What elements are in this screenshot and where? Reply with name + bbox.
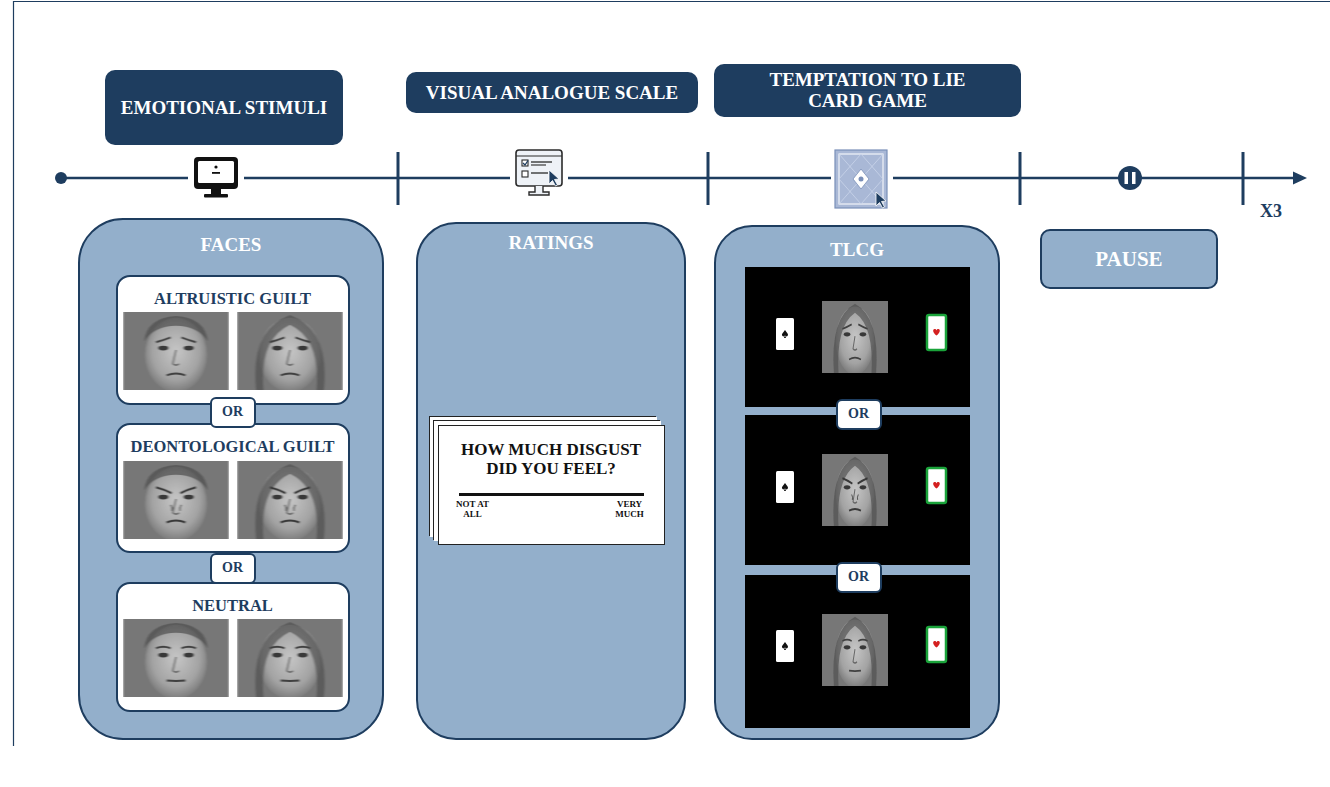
rating-card: HOW MUCH DISGUST DID YOU FEEL? NOT AT ALL… [438, 425, 665, 545]
screen-dot [214, 165, 217, 168]
or-box: OR [836, 562, 882, 593]
face-photo [822, 454, 888, 528]
scale-anchor-row: NOT AT ALL VERY MUCH [447, 499, 656, 520]
face-photo [822, 301, 888, 375]
analogue-scale-line [459, 493, 644, 496]
node-label: ALTRUISTIC GUILT [121, 289, 345, 309]
screen-outline [516, 150, 562, 186]
node-label: FACES [80, 234, 382, 257]
pause-bar [1132, 172, 1136, 184]
timeline-tick [1242, 152, 1245, 205]
cursor [876, 192, 886, 208]
monitor-frame [194, 157, 238, 189]
pause-bar [1125, 172, 1129, 184]
questionnaire-icon [510, 145, 568, 199]
face-photo [237, 312, 343, 392]
face-photos [123, 312, 343, 699]
monitor-stand [211, 189, 221, 194]
timeline-axis [60, 177, 1296, 180]
card-back [835, 150, 887, 208]
form-line [531, 161, 552, 162]
face-photo [123, 619, 229, 699]
pause-box: PAUSE [1040, 229, 1218, 289]
node-label: EMOTIONAL STIMULI [111, 97, 337, 119]
frame-line [14, 2, 1330, 747]
card-game-screens [745, 267, 970, 728]
node-label: OR [212, 404, 254, 420]
ratings-panel: RATINGS HOW MUCH DISGUST DID YOU FEEL? NOT… [416, 222, 686, 740]
node-label: NEUTRAL [121, 596, 345, 616]
or-box: OR [210, 553, 256, 584]
pause-icon [1118, 166, 1142, 190]
checkmark [523, 161, 528, 166]
timeline-tick [397, 152, 400, 205]
form-line [531, 164, 546, 165]
node-label: PAUSE [1042, 247, 1216, 272]
face-photo [123, 461, 229, 541]
game-screen [745, 415, 970, 565]
screen-dash [212, 172, 220, 174]
card-back-diamond [853, 169, 869, 189]
rating-question: HOW MUCH DISGUST DID YOU FEEL? [451, 440, 651, 479]
pause-circle [1118, 166, 1142, 190]
node-label: OR [212, 560, 254, 576]
screen-stand [529, 186, 549, 195]
node-label: DEONTOLOGICAL GUILT [121, 437, 345, 457]
screen-bar [516, 155, 562, 156]
monitor-screen [198, 161, 234, 183]
cursor [549, 170, 559, 186]
or-box: OR [836, 399, 882, 430]
ace-of-spades [776, 318, 794, 350]
node-label: RATINGS [418, 232, 684, 255]
stage-header: VISUAL ANALOGUE SCALE [406, 72, 698, 113]
card-back-center [859, 177, 864, 182]
stage-header: EMOTIONAL STIMULI [105, 70, 343, 145]
checkbox [522, 171, 528, 177]
face-photo [237, 619, 343, 699]
ace-of-hearts [927, 468, 946, 503]
icon-ground [188, 152, 244, 200]
timeline-tick [1019, 152, 1022, 205]
node-label: OR [838, 406, 880, 422]
monitor-base [204, 194, 228, 198]
scale-anchor: VERY MUCH [610, 499, 650, 520]
face-photo [123, 312, 229, 392]
or-box: OR [210, 397, 256, 428]
checkbox [522, 160, 528, 166]
timeline-tick [707, 152, 710, 205]
ace-of-hearts [927, 315, 946, 350]
game-screen [745, 575, 970, 728]
monitor-icon [188, 152, 244, 200]
form-line [531, 172, 548, 173]
card-back-icon [831, 147, 893, 211]
ace-of-spades [776, 471, 794, 503]
timeline [55, 152, 1307, 205]
timeline-arrowhead [1293, 172, 1307, 185]
ace-of-spades [776, 630, 794, 662]
node-label: TEMPTATION TO LIE CARD GAME [754, 69, 981, 113]
stage-header: TEMPTATION TO LIE CARD GAME [714, 64, 1021, 117]
face-photo [822, 614, 888, 688]
game-screen [745, 267, 970, 407]
face-photo [237, 461, 343, 541]
repeat-label: X3 [1260, 201, 1282, 222]
icon-ground [831, 147, 893, 211]
scale-anchor: NOT AT ALL [453, 499, 493, 520]
node-label: TLCG [716, 239, 998, 262]
node-label: VISUAL ANALOGUE SCALE [412, 82, 692, 104]
node-label: OR [838, 569, 880, 585]
ace-of-hearts [927, 627, 946, 662]
icon-ground [510, 145, 568, 199]
timeline-start-dot [55, 172, 67, 184]
